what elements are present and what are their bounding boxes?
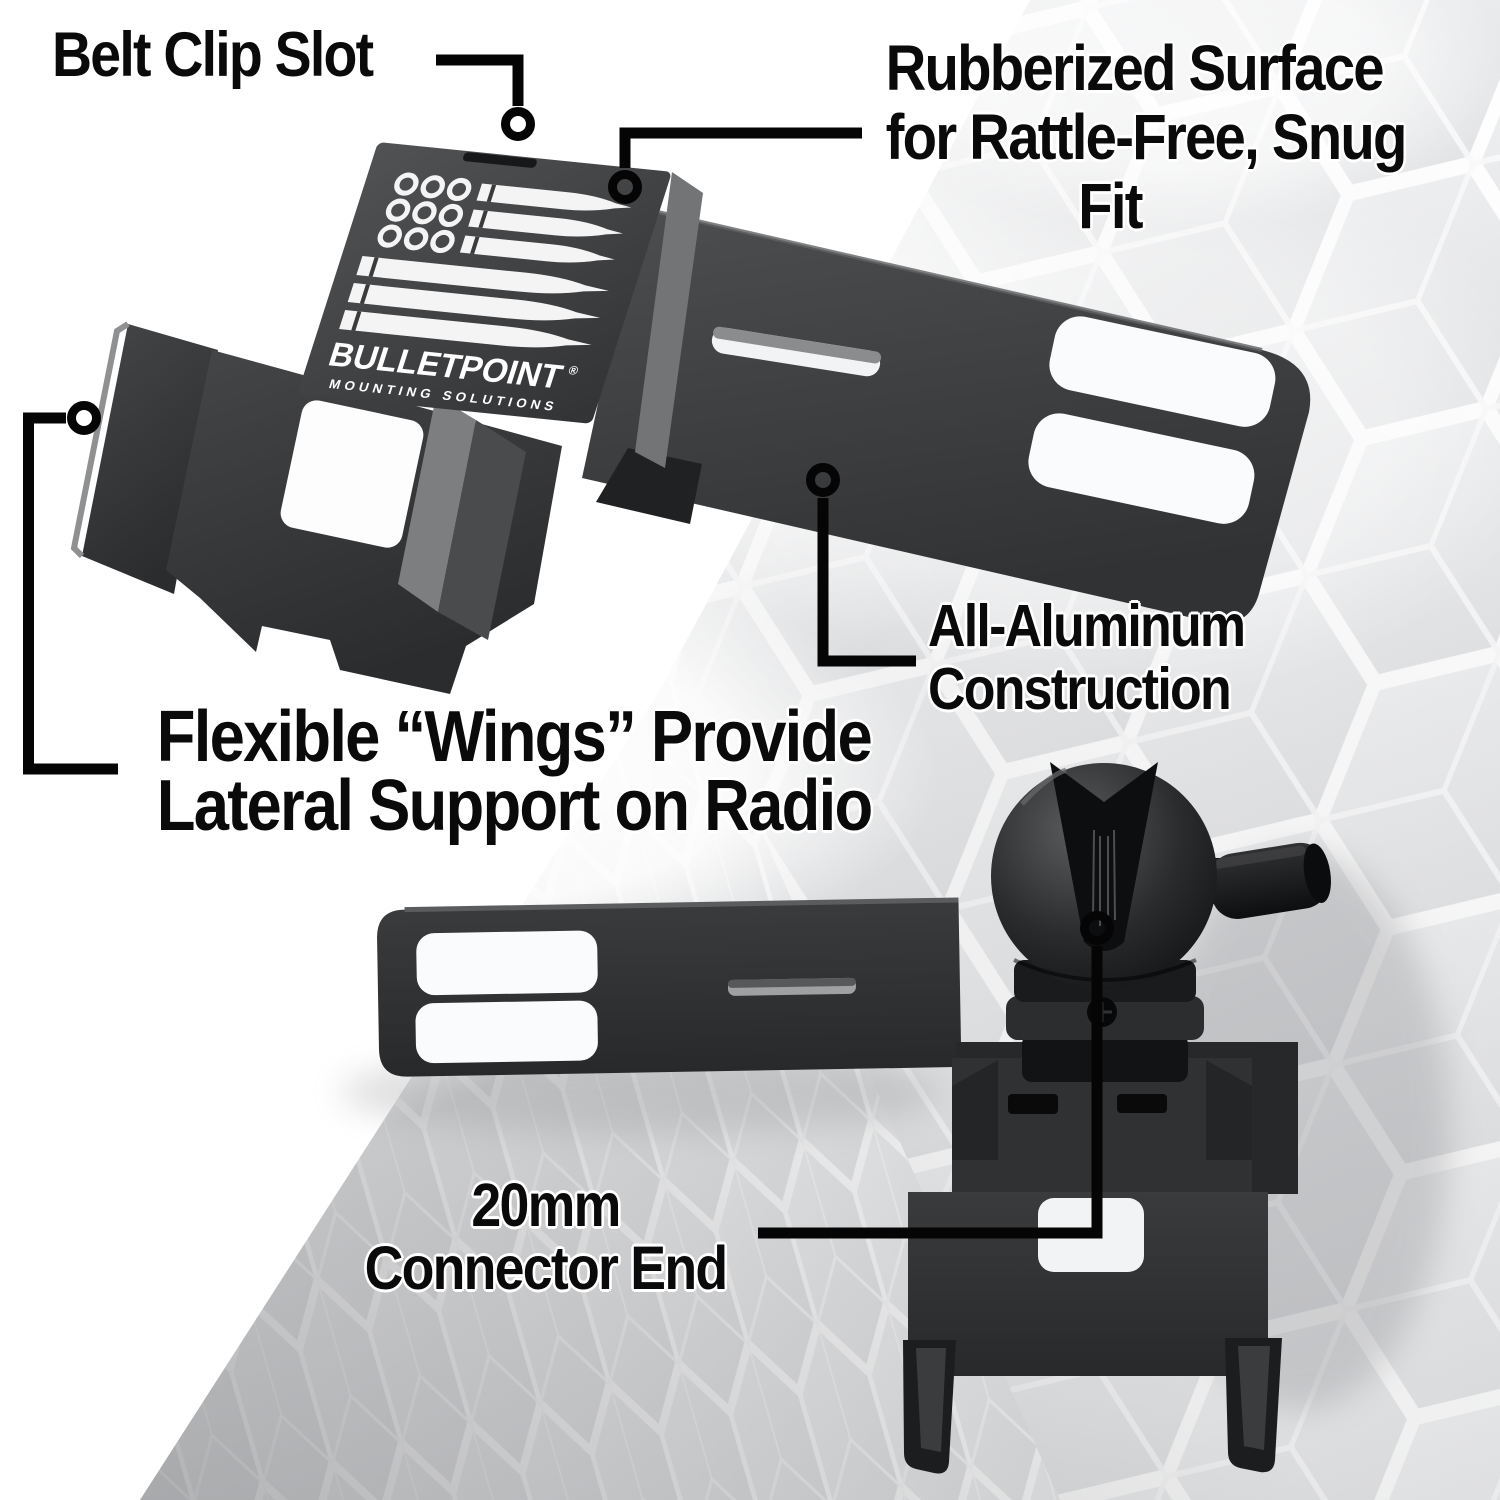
marker-wings [67, 401, 101, 435]
callout-aluminum-line2: Construction [928, 656, 1232, 722]
leader-connector [758, 946, 1103, 1239]
arm-slot-upper [416, 930, 598, 996]
callout-leader-lines [23, 54, 1103, 1239]
callout-connector-line2: Connector End [364, 1234, 729, 1302]
callout-connector-end: 20mm Connector End [338, 1174, 753, 1300]
bullet-flag-logo [339, 172, 632, 348]
top-product-illustration: BULLETPOINT ® MOUNTING SOLUTIONS [70, 142, 1311, 694]
callout-aluminum-line1: All-Aluminum [928, 593, 1246, 659]
callout-rubberized-line3: Fit [1078, 170, 1143, 242]
bracket-slot-left [1008, 1094, 1058, 1114]
callout-flexible-wings: Flexible “Wings” Provide Lateral Support… [110, 697, 890, 846]
callout-all-aluminum: All-Aluminum Construction [928, 595, 1287, 721]
top-mounting-arm [582, 206, 1311, 624]
arm-slot-lower [415, 1000, 598, 1064]
marker-belt-clip [501, 107, 535, 141]
cradle-flange-right-top [398, 396, 476, 612]
callout-connector-line1: 20mm [471, 1171, 621, 1239]
leader-rubberized [619, 127, 862, 168]
marker-aluminum [806, 463, 840, 497]
ball-connector [991, 762, 1331, 1082]
arm-end-slot-upper [1049, 316, 1276, 427]
callout-belt-clip-slot-label: Belt Clip Slot [52, 20, 374, 90]
callout-wings-line2: Lateral Support on Radio [156, 766, 873, 846]
belt-clip-slot-opening [463, 152, 537, 168]
bracket-slot-right [1117, 1094, 1167, 1113]
logo-plate: BULLETPOINT ® MOUNTING SOLUTIONS [298, 142, 671, 424]
logo-registered-mark: ® [567, 363, 580, 377]
cradle-flange-right-side [438, 420, 526, 640]
arm-end-slot-lower [1028, 413, 1255, 524]
leader-aluminum [817, 498, 916, 667]
callout-wings-line1: Flexible “Wings” Provide [156, 697, 873, 777]
marker-rubberized [608, 170, 642, 204]
marker-connector [1080, 911, 1114, 945]
callout-rubberized-line1: Rubberized Surface [885, 32, 1385, 104]
leader-wings [23, 412, 118, 775]
cradle-square-hole [280, 400, 424, 548]
callout-markers [67, 107, 1114, 945]
top-radio-cradle [70, 321, 562, 694]
clamp-jaw-split [1050, 762, 1158, 951]
callout-belt-clip-slot: Belt Clip Slot [52, 22, 416, 88]
bottom-mounting-arm [377, 897, 962, 1077]
callout-rubberized-surface: Rubberized Surface for Rattle-Free, Snug… [855, 32, 1408, 242]
clamp-knob [1209, 842, 1331, 919]
callout-rubberized-line2: for Rattle-Free, Snug [885, 101, 1408, 173]
leader-belt-clip [436, 54, 524, 106]
